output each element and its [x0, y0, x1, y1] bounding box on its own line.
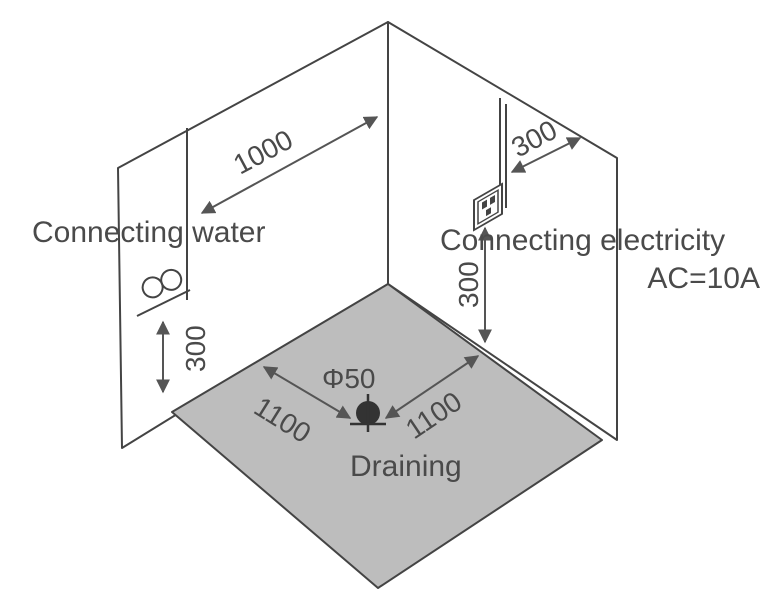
dim-drain-left-arrow: [262, 366, 352, 419]
dim-water-offset-arrow: [200, 116, 379, 214]
dim-drain-diameter-text: Φ50: [322, 363, 375, 394]
label-connecting-water: Connecting water: [32, 216, 265, 249]
dim-electric-height-text: 300: [453, 261, 484, 308]
label-connecting-electricity: Connecting electricity: [440, 224, 725, 257]
shower-floor: [171, 283, 603, 589]
water-pipe-base: [136, 289, 191, 317]
drain-icon: [350, 394, 386, 432]
dim-electric-offset-arrow: [510, 137, 582, 173]
label-ac-rating: AC=10A: [647, 262, 760, 295]
water-connector-icon: [141, 268, 183, 299]
dim-drain-right-arrow: [384, 355, 480, 419]
electric-socket-icon: [473, 182, 503, 232]
right-wall: [387, 21, 618, 441]
label-draining: Draining: [350, 450, 462, 483]
dim-water-height-text: 300: [180, 325, 211, 372]
